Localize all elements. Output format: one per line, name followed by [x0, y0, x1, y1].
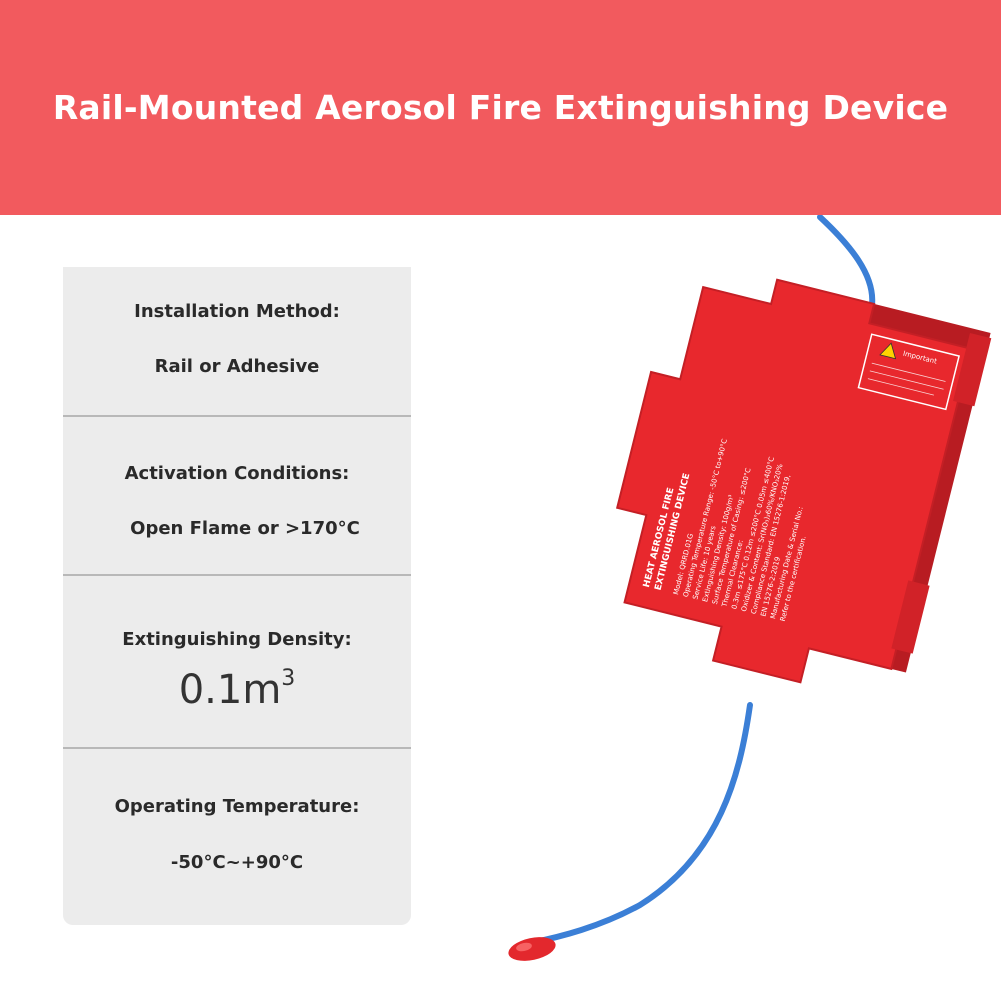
- spec-divider: [63, 747, 411, 749]
- spec-value-density: 0.1m3: [178, 665, 296, 713]
- cable-bottom: [527, 702, 753, 946]
- spec-label-temperature: Operating Temperature:: [114, 796, 360, 817]
- device-body: Important HEAT AEROSOL FIRE EXTINGUISHIN…: [615, 278, 992, 684]
- spec-value-temperature: -50°C~+90°C: [170, 852, 304, 873]
- spec-value-installation: Rail or Adhesive: [154, 356, 320, 377]
- spec-value-activation: Open Flame or >170°C: [130, 518, 360, 539]
- spec-label-activation: Activation Conditions:: [124, 463, 350, 484]
- spec-label-installation: Installation Method:: [134, 301, 340, 322]
- cable-top: [817, 215, 876, 308]
- spec-panel: Installation Method: Rail or Adhesive Ac…: [63, 267, 411, 925]
- fire-extinguisher-device-illustration: Important HEAT AEROSOL FIRE EXTINGUISHIN…: [508, 215, 992, 961]
- product-image: Important HEAT AEROSOL FIRE EXTINGUISHIN…: [420, 215, 1001, 1001]
- spec-label-density: Extinguishing Density:: [122, 629, 352, 650]
- title-banner: Rail-Mounted Aerosol Fire Extinguishing …: [0, 0, 1001, 215]
- sensor-tip-icon: [508, 937, 556, 961]
- spec-divider: [63, 415, 411, 417]
- warning-triangle-icon: [879, 342, 897, 360]
- spec-divider: [63, 574, 411, 576]
- page-title: Rail-Mounted Aerosol Fire Extinguishing …: [52, 88, 949, 127]
